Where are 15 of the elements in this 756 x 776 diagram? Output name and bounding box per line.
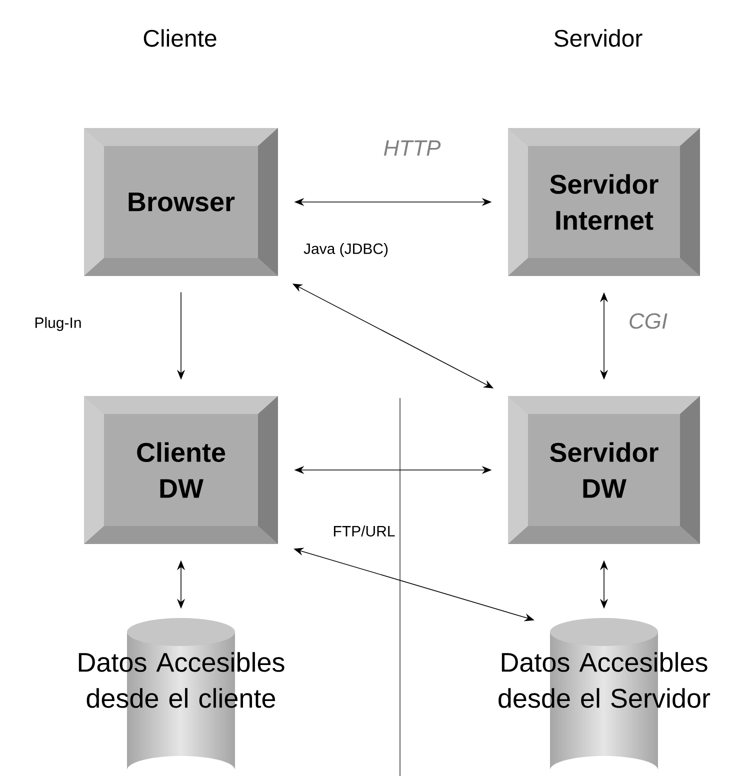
column-heading: Cliente [144,29,216,47]
database-cylinder: Datos Accesibles desde el cliente [78,618,284,708]
process-box: Cliente DW [84,396,278,544]
column-heading: Servidor [554,29,642,47]
edge-label: HTTP [382,139,442,157]
text-label: Plug-In [35,317,81,331]
process-box: Browser [84,128,278,276]
edge-label: FTP/URL [332,524,396,538]
node-label: Datos Accesibles desde el Servidor [498,652,710,708]
database-cylinder: Datos Accesibles desde el Servidor [498,618,710,708]
process-box: Servidor DW [508,396,700,544]
node-label: Datos Accesibles desde el cliente [78,652,284,708]
process-box: Servidor Internet [508,128,700,276]
edge-label: CGI [627,312,669,330]
edge-label: Java (JDBC) [302,242,390,258]
